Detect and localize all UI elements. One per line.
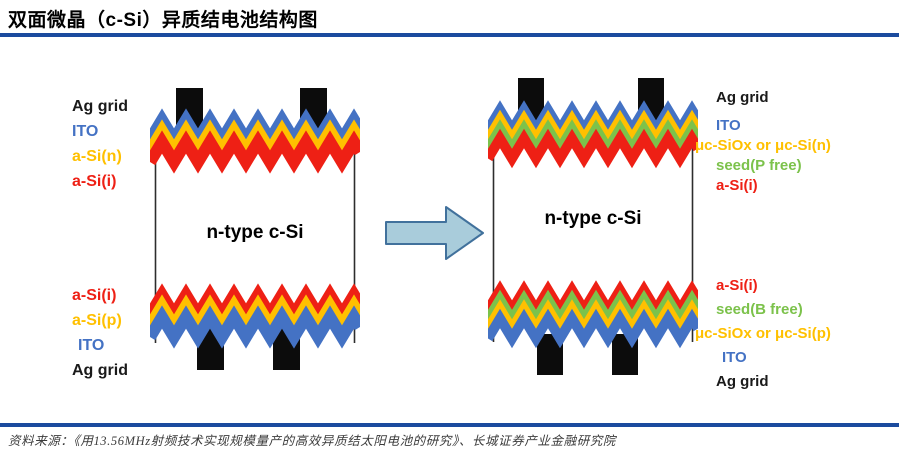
source-citation: 资料来源：《用13.56MHz射频技术实现规模量产的高效异质结太阳电池的研究》、… xyxy=(8,434,617,448)
layer-label-uc-siox-p: μc-SiOx or μc-Si(p) xyxy=(695,325,831,342)
title-underline xyxy=(0,33,899,37)
right-cell-diagram: n-type c-Si xyxy=(488,78,698,375)
layer-label-ito: ITO xyxy=(722,349,747,366)
layer-label-ag-grid: Ag grid xyxy=(72,362,128,379)
layer-label-ag-grid: Ag grid xyxy=(72,98,128,115)
layer-label-ito: ITO xyxy=(72,123,99,140)
layer-label-seed-b-free: seed(B free) xyxy=(716,301,803,318)
page-title: 双面微晶（c-Si）异质结电池结构图 xyxy=(8,10,318,31)
layer-label-asi-i: a-Si(i) xyxy=(716,177,758,194)
layer-label-ag-grid: Ag grid xyxy=(716,89,769,106)
left-cell-diagram: n-type c-Si xyxy=(150,88,360,370)
layer-label-ito: ITO xyxy=(78,337,105,354)
transition-arrow-icon xyxy=(385,206,484,260)
right-cell-back-labels: a-Si(i) seed(B free) μc-SiOx or μc-Si(p)… xyxy=(695,274,831,394)
wafer-label: n-type c-Si xyxy=(206,222,303,243)
wafer-label: n-type c-Si xyxy=(544,208,641,229)
footer-rule xyxy=(0,423,899,427)
left-cell-back-labels: a-Si(i) a-Si(p) ITO Ag grid xyxy=(72,283,128,383)
layer-label-uc-siox-n: μc-SiOx or μc-Si(n) xyxy=(695,137,831,154)
left-cell-front-labels: Ag grid ITO a-Si(n) a-Si(i) xyxy=(72,94,128,194)
layer-label-ag-grid: Ag grid xyxy=(716,373,769,390)
layer-label-seed-p-free: seed(P free) xyxy=(716,157,802,174)
layer-label-asi-i: a-Si(i) xyxy=(72,287,117,304)
layer-label-asi-n: a-Si(n) xyxy=(72,148,122,165)
right-cell-front-labels: Ag grid ITO μc-SiOx or μc-Si(n) seed(P f… xyxy=(695,88,831,196)
layer-label-asi-p: a-Si(p) xyxy=(72,312,122,329)
layer-label-asi-i: a-Si(i) xyxy=(716,277,758,294)
layer-label-asi-i: a-Si(i) xyxy=(72,173,117,190)
layer-label-ito: ITO xyxy=(716,117,741,134)
